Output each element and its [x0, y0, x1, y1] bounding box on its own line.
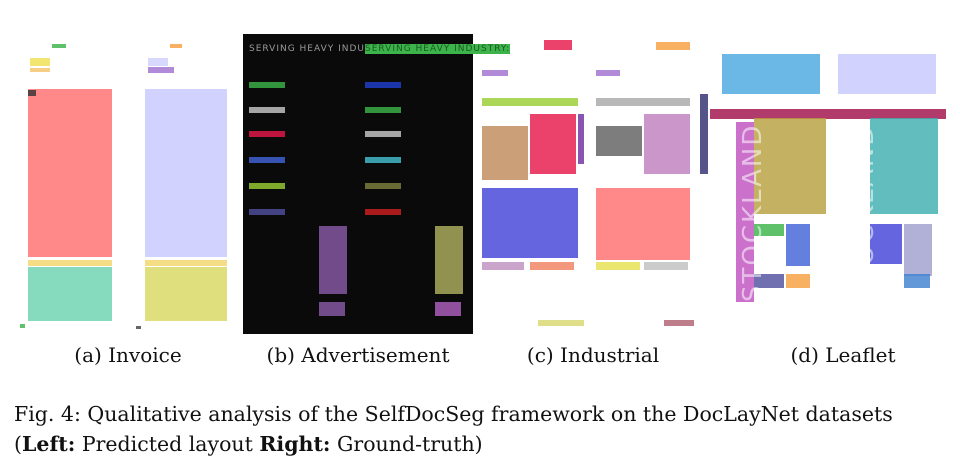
ad-heading-left: SERVING HEAVY INDUSTRY:	[249, 44, 395, 54]
leaflet-watermark-right: STOCKLAND	[850, 123, 880, 302]
panel-invoice	[20, 34, 227, 334]
panel-label-industrial: (c) Industrial	[526, 343, 660, 367]
panel-industrial	[478, 34, 708, 334]
caption-left-text: Predicted layout	[75, 432, 260, 456]
leaflet-watermark-left: STOCKLAND	[738, 123, 768, 302]
ad-heading-right: SERVING HEAVY INDUSTRY:	[365, 44, 511, 54]
figure-caption: Fig. 4: Qualitative analysis of the Self…	[14, 399, 944, 459]
panel-label-invoice: (a) Invoice	[74, 343, 182, 367]
caption-right-bold: Right:	[259, 432, 331, 456]
caption-left-bold: Left:	[22, 432, 76, 456]
panel-leaflet: STOCKLAND STOCKLAND	[710, 34, 946, 334]
caption-right-text: Ground-truth)	[330, 432, 483, 456]
panel-advertisement: SERVING HEAVY INDUSTRY: SERVING HEAVY IN…	[243, 34, 511, 334]
panel-label-advertisement: (b) Advertisement	[266, 343, 450, 367]
panel-label-leaflet: (d) Leaflet	[790, 343, 896, 367]
caption-prefix: Fig. 4: Qualitative analysis of the Self…	[14, 402, 893, 456]
